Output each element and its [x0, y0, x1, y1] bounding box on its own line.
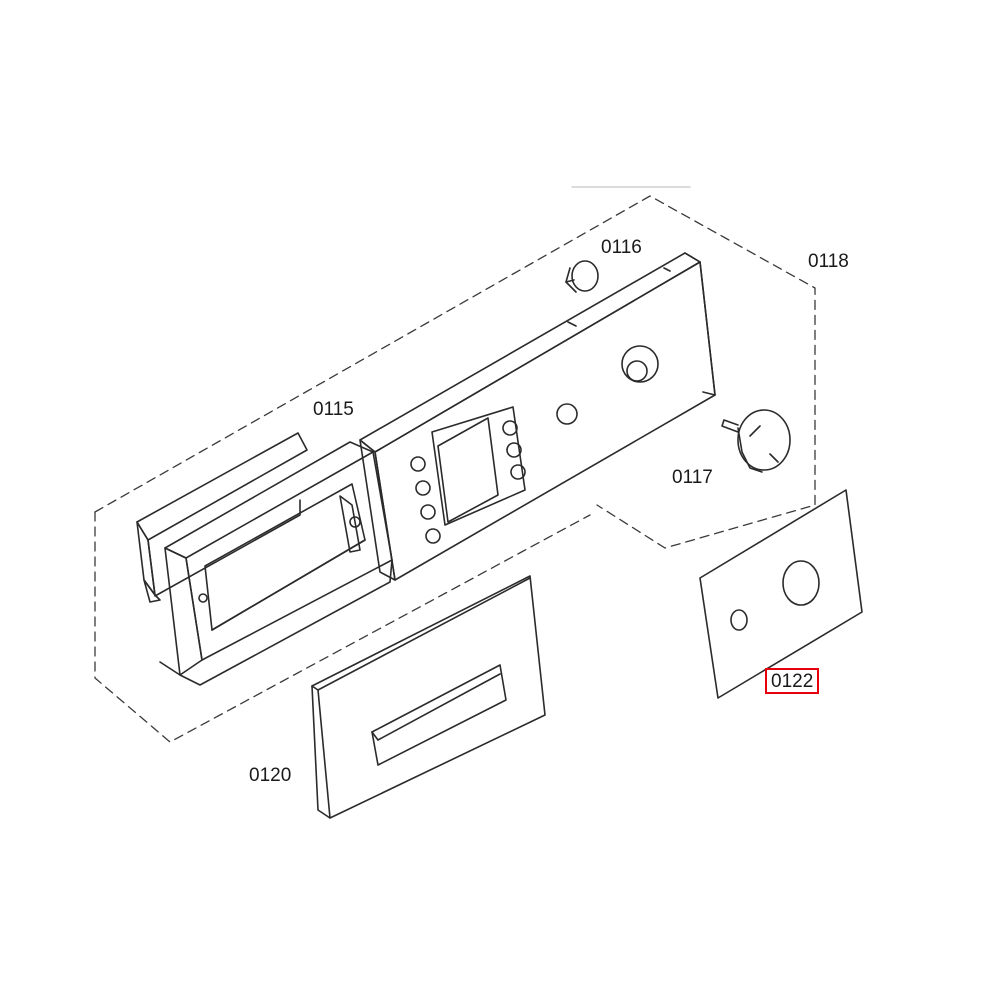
panel-button: [420, 504, 436, 520]
display-window: [437, 417, 499, 523]
panel-button: [410, 456, 426, 472]
panel-button: [502, 420, 518, 436]
assembly-outline-0118: [94, 195, 816, 743]
panel-button: [510, 464, 526, 480]
button-part: [565, 260, 599, 293]
knob-part: [721, 409, 791, 473]
knob-hole: [556, 403, 578, 425]
drawer-handle: [311, 575, 546, 819]
dispenser-housing: [159, 441, 393, 686]
control-panel: [359, 252, 716, 581]
panel-button: [506, 442, 522, 458]
panel-button: [415, 480, 431, 496]
part-label-0120: 0120: [249, 765, 292, 786]
knob-recess: [621, 345, 659, 383]
decal-sheet: [699, 489, 863, 699]
part-label-0118: 0118: [808, 251, 849, 272]
part-label-0116: 0116: [601, 237, 642, 258]
part-label-0117: 0117: [672, 467, 713, 488]
part-label-0122-highlighted[interactable]: 0122: [765, 668, 820, 694]
panel-button: [425, 528, 441, 544]
gasket-part: [136, 432, 308, 603]
part-label-0115: 0115: [313, 399, 354, 420]
